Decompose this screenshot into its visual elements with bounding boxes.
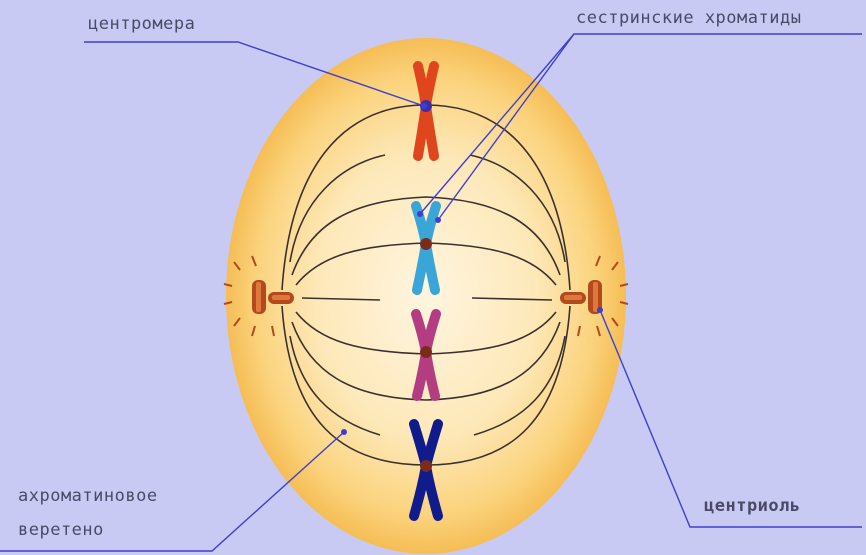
label-centromere: центромера <box>88 14 195 34</box>
centromere-dot <box>420 460 432 472</box>
centromere-dot <box>420 238 432 250</box>
label-spindle-line2: веретено <box>18 520 104 540</box>
label-sister-chromatids: сестринские хроматиды <box>576 8 801 28</box>
centromere-dot <box>420 346 432 358</box>
label-spindle-line1: ахроматиновое <box>18 486 158 506</box>
label-centriole: центриоль <box>704 496 801 516</box>
